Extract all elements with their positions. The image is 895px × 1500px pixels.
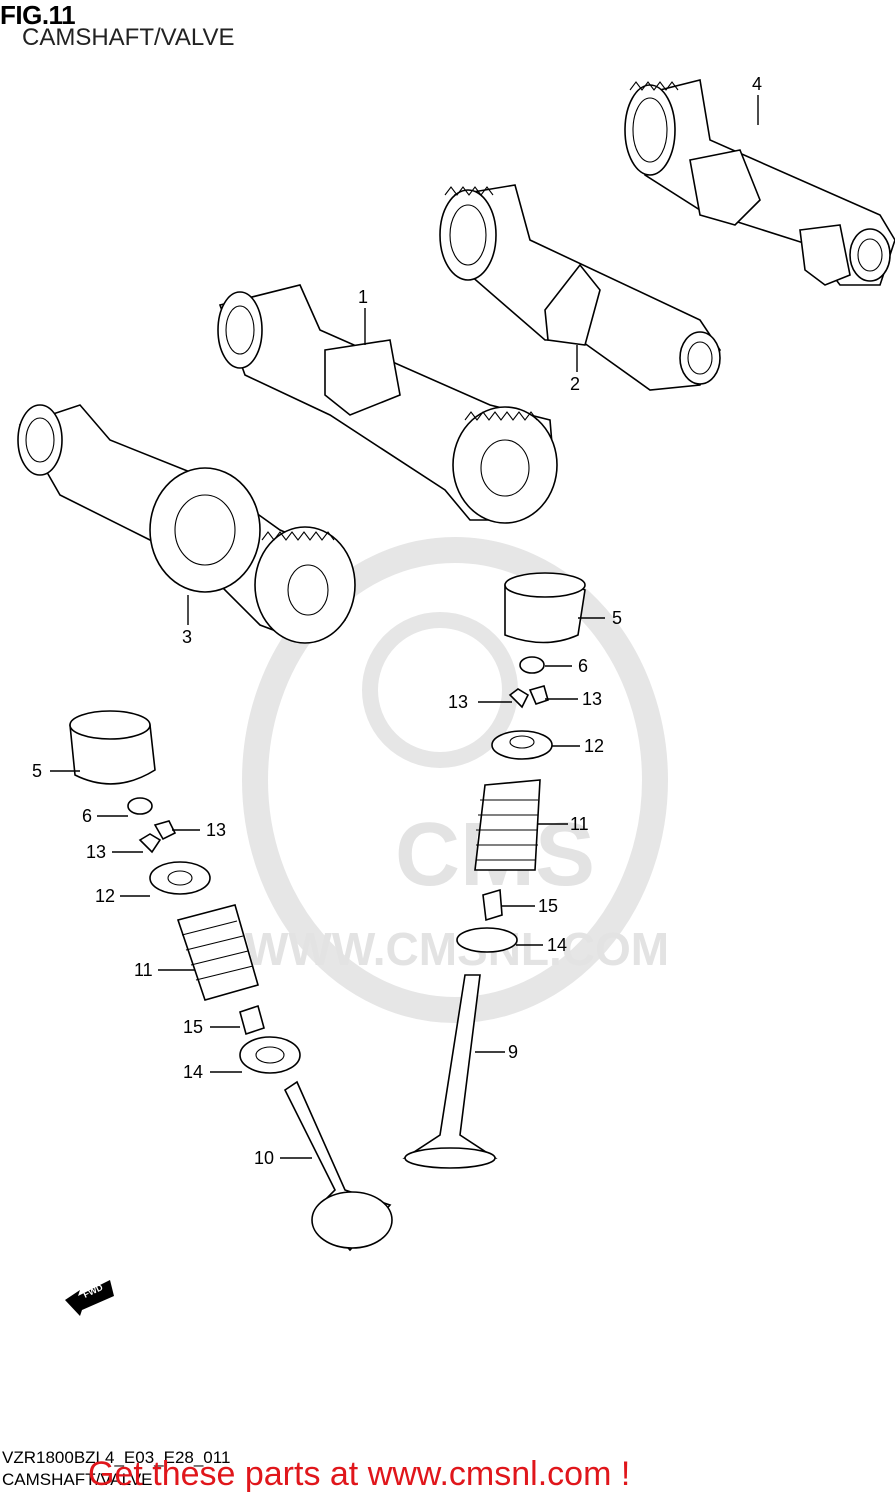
model-code: VZR1800BZL4_E03_E28_011 (2, 1448, 231, 1467)
callout-12-right: 12 (584, 736, 604, 756)
seat-14-left (239, 1036, 301, 1074)
callout-5-right: 5 (612, 608, 622, 628)
seat-14-right (456, 927, 518, 953)
callout-13-left-b: 13 (86, 842, 106, 862)
shim-6-right (519, 656, 545, 674)
camshaft-1 (217, 284, 558, 524)
spring-11-right (474, 779, 541, 871)
shim-6-left (127, 797, 153, 815)
callout-14-right: 14 (547, 935, 567, 955)
callout-1: 1 (358, 287, 368, 307)
figure-title: FIG.11 (0, 0, 76, 30)
cotter-13-left-b (153, 820, 177, 841)
callout-6-left: 6 (82, 806, 92, 826)
leader-lines (50, 95, 759, 1159)
retainer-12-right (491, 730, 553, 760)
spring-11-left (176, 904, 259, 1001)
valve-train-right (402, 572, 586, 1169)
callout-3: 3 (182, 627, 192, 647)
callout-15-left: 15 (183, 1017, 203, 1037)
callout-10: 10 (254, 1148, 274, 1168)
callout-13-right-b: 13 (582, 689, 602, 709)
camshaft-2 (439, 184, 721, 391)
camshaft-3 (17, 404, 356, 644)
callout-6-right: 6 (578, 656, 588, 676)
callout-14-left: 14 (183, 1062, 203, 1082)
callout-5-left: 5 (32, 761, 42, 781)
watermark-url: WWW.CMSNL.COM (245, 923, 669, 975)
callout-2: 2 (570, 374, 580, 394)
footer-subtitle: CAMSHAFT/VALVE (2, 1470, 153, 1489)
callout-labels: 1 2 3 4 5 6 13 13 12 11 15 14 9 5 6 13 1… (32, 74, 762, 1168)
promo-link[interactable]: Get these parts at www.cmsnl.com ! (88, 1455, 631, 1493)
valve-train-left (69, 710, 393, 1252)
cotter-13-right-a (508, 688, 530, 709)
callout-13-right-a: 13 (448, 692, 468, 712)
callout-11-right: 11 (570, 814, 589, 834)
callout-9: 9 (508, 1042, 518, 1062)
retainer-12-left (149, 861, 211, 895)
callout-15-right: 15 (538, 896, 558, 916)
callout-13-left-a: 13 (206, 820, 226, 840)
callout-4: 4 (752, 74, 762, 94)
cotter-13-left-a (138, 833, 162, 854)
camshaft-4 (624, 79, 895, 286)
fwd-arrow: FWD (65, 1280, 114, 1316)
callout-12-left: 12 (95, 886, 115, 906)
seal-15-right (482, 888, 503, 922)
figure-subtitle: CAMSHAFT/VALVE (22, 24, 235, 51)
callout-11-left: 11 (134, 960, 153, 980)
seal-15-left (239, 1004, 265, 1036)
cotter-13-right-b (528, 685, 549, 705)
